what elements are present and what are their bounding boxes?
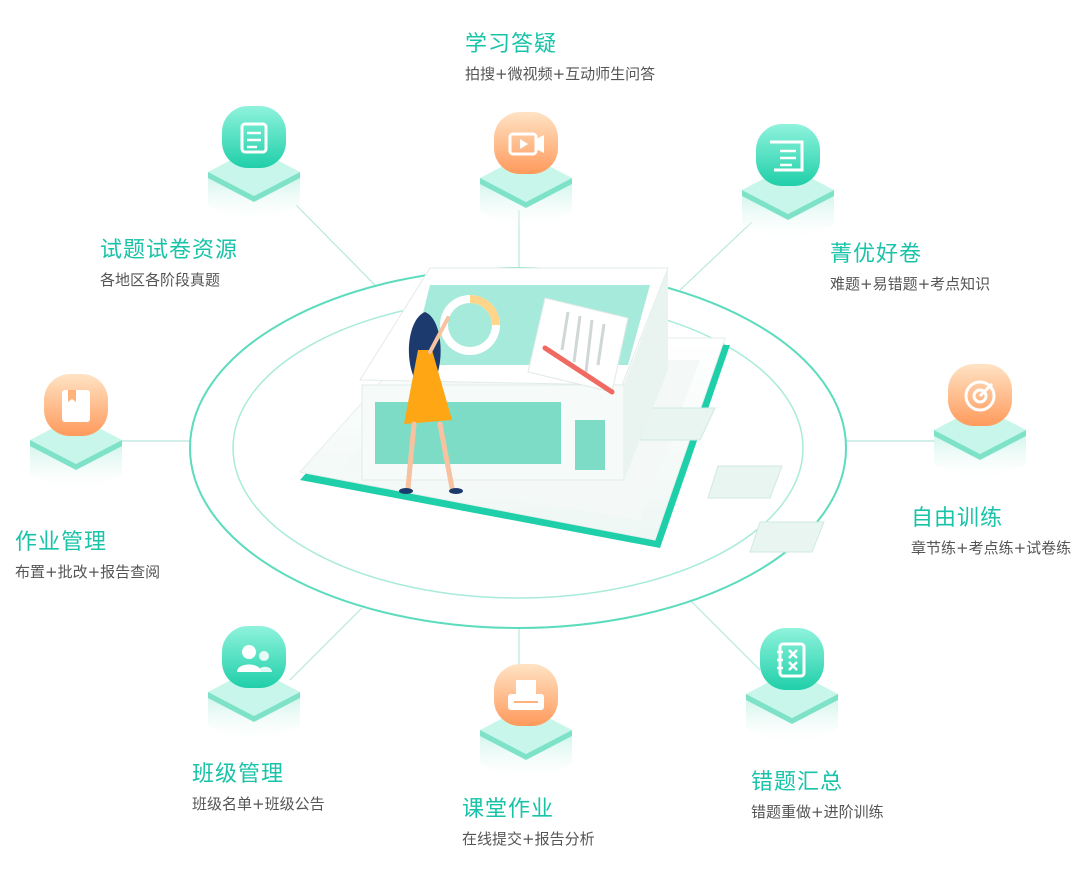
feature-title: 作业管理 [15,530,108,555]
scroll-icon [740,124,836,244]
feature-desc: 班级名单+班级公告 [192,795,325,813]
video-icon [478,112,574,232]
feature-free-training: 自由训练 章节练+考点练+试卷练 [911,504,1071,558]
feature-desc: 章节练+考点练+试卷练 [911,539,1072,557]
connector-lines [120,204,935,681]
feature-desc: 拍搜+微视频+互动师生问答 [465,65,656,83]
feature-desc: 难题+易错题+考点知识 [830,275,991,293]
feature-test-resources: 试题试卷资源 各地区各阶段真题 [100,236,238,290]
target-icon [932,364,1028,484]
users-icon [206,626,302,746]
printer-icon [478,664,574,784]
mistake-notebook-icon [744,628,840,748]
feature-title: 错题汇总 [751,770,844,795]
feature-mistake-summary: 错题汇总 错题重做+进阶训练 [751,768,884,822]
feature-study-qa: 学习答疑 拍搜+微视频+互动师生问答 [465,30,655,84]
feature-desc: 错题重做+进阶训练 [751,803,884,821]
feature-title: 课堂作业 [462,797,555,822]
bookmark-book-icon [28,374,124,494]
feature-title: 菁优好卷 [830,242,923,267]
feature-title: 学习答疑 [465,32,558,57]
feature-desc: 布置+批改+报告查阅 [15,563,161,581]
feature-classroom-homework: 课堂作业 在线提交+报告分析 [462,795,595,849]
feature-desc: 各地区各阶段真题 [100,271,221,289]
feature-desc: 在线提交+报告分析 [462,830,595,848]
feature-class-management: 班级管理 班级名单+班级公告 [192,760,325,814]
feature-title: 自由训练 [911,506,1004,531]
feature-title: 试题试卷资源 [100,238,239,263]
feature-homework-management: 作业管理 布置+批改+报告查阅 [15,528,160,582]
central-illustration [299,267,825,553]
document-icon [206,106,302,226]
feature-title: 班级管理 [192,762,285,787]
feature-quality-papers: 菁优好卷 难题+易错题+考点知识 [830,240,990,294]
